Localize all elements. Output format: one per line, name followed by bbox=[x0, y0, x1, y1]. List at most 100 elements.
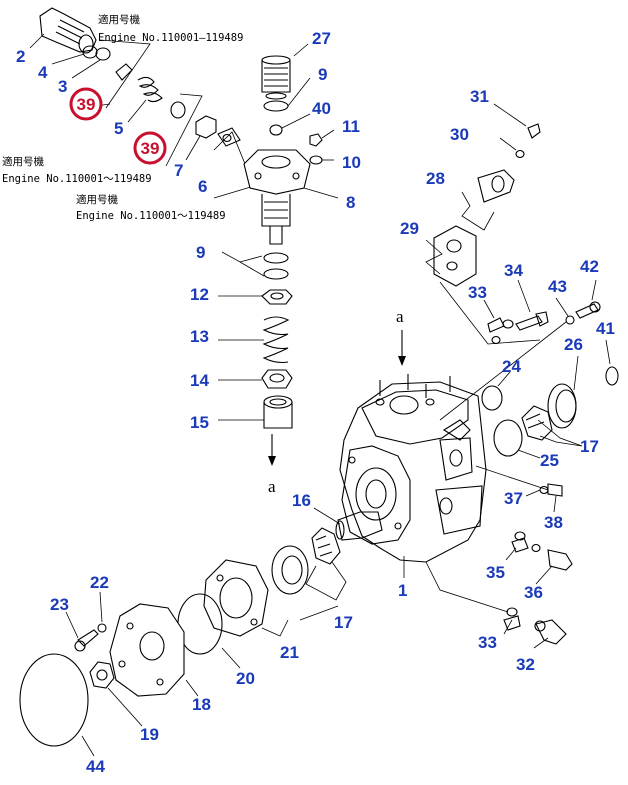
section-arrow-bottom bbox=[268, 434, 276, 466]
label-part-33-top: 33 bbox=[468, 283, 487, 302]
label-part-9-top: 9 bbox=[318, 65, 327, 84]
label-part-22: 22 bbox=[90, 573, 109, 592]
label-part-18: 18 bbox=[192, 695, 211, 714]
part-19-nut bbox=[89, 661, 143, 727]
part-6-washer bbox=[213, 127, 255, 199]
badge-39-middle[interactable]: 39 bbox=[133, 131, 167, 165]
part-22-washer bbox=[97, 591, 107, 633]
label-part-32: 32 bbox=[516, 655, 535, 674]
part-39-top bbox=[115, 63, 133, 81]
part-40-nut bbox=[269, 113, 311, 136]
part-3-ring bbox=[71, 47, 111, 79]
section-mark-bottom: a bbox=[268, 477, 276, 496]
part-38-bolt bbox=[547, 483, 563, 513]
label-part-9-lower: 9 bbox=[196, 243, 205, 262]
label-part-17-right: 17 bbox=[580, 437, 599, 456]
part-17-gear bbox=[305, 527, 347, 601]
note-1-line-2: Engine No.110001—119489 bbox=[98, 32, 243, 44]
label-part-28: 28 bbox=[426, 169, 445, 188]
badge-39-top-label: 39 bbox=[77, 95, 96, 114]
label-part-27: 27 bbox=[312, 29, 331, 48]
part-37-washer bbox=[525, 485, 549, 497]
part-43-washer bbox=[555, 297, 575, 325]
badge-39-top[interactable]: 39 bbox=[69, 87, 103, 121]
label-part-12: 12 bbox=[190, 285, 209, 304]
part-2-fitting bbox=[29, 7, 97, 54]
part-41-washer bbox=[605, 339, 619, 386]
label-part-7: 7 bbox=[174, 161, 183, 180]
label-part-38: 38 bbox=[544, 513, 563, 532]
part-10-washer bbox=[309, 155, 334, 165]
part-27-cap bbox=[261, 43, 309, 100]
label-part-8: 8 bbox=[346, 193, 355, 212]
label-part-37: 37 bbox=[504, 489, 523, 508]
part-34-bolt bbox=[515, 279, 549, 331]
part-26-bearing bbox=[547, 355, 579, 429]
note-3-line-2: Engine No.110001～119489 bbox=[76, 210, 226, 222]
label-part-6: 6 bbox=[198, 177, 207, 196]
part-33-washer-bottom bbox=[425, 561, 521, 635]
part-25-oring bbox=[493, 419, 541, 459]
label-part-16: 16 bbox=[292, 491, 311, 510]
label-part-10: 10 bbox=[342, 153, 361, 172]
label-part-26: 26 bbox=[564, 335, 583, 354]
label-part-41: 41 bbox=[596, 319, 615, 338]
section-mark-top: a bbox=[396, 307, 404, 326]
label-part-2: 2 bbox=[16, 47, 25, 66]
note-1-line-1: 適用号機 bbox=[98, 13, 140, 26]
label-part-36: 36 bbox=[524, 583, 543, 602]
label-part-42: 42 bbox=[580, 257, 599, 276]
part-24-oring bbox=[481, 371, 511, 411]
badge-39-middle-label: 39 bbox=[141, 139, 160, 158]
part-31-screw bbox=[493, 103, 541, 139]
part-23-bolt bbox=[65, 611, 99, 652]
label-part-23: 23 bbox=[50, 595, 69, 614]
part-18-flange bbox=[109, 603, 199, 697]
label-part-35: 35 bbox=[486, 563, 505, 582]
label-part-3: 3 bbox=[58, 77, 67, 96]
part-29-gasket bbox=[425, 225, 541, 345]
note-bracket-1 bbox=[95, 39, 151, 109]
label-part-30: 30 bbox=[450, 125, 469, 144]
label-part-5: 5 bbox=[114, 119, 123, 138]
part-20-oring bbox=[177, 593, 241, 669]
part-42-bolt bbox=[575, 279, 601, 319]
label-part-20: 20 bbox=[236, 669, 255, 688]
part-9-lower-orings bbox=[221, 251, 289, 280]
part-15-plunger bbox=[218, 395, 293, 429]
part-7 bbox=[185, 115, 217, 161]
label-part-24: 24 bbox=[502, 357, 521, 376]
note-bracket-2 bbox=[165, 93, 203, 167]
part-13-spring bbox=[218, 316, 290, 364]
part-21-gasket bbox=[203, 559, 289, 637]
label-part-43: 43 bbox=[548, 277, 567, 296]
part-12-seat bbox=[218, 289, 293, 305]
label-part-21: 21 bbox=[280, 643, 299, 662]
part-35-washer bbox=[505, 531, 541, 561]
label-part-15: 15 bbox=[190, 413, 209, 432]
label-part-29: 29 bbox=[400, 219, 419, 238]
note-3-line-1: 適用号機 bbox=[76, 193, 118, 206]
label-part-19: 19 bbox=[140, 725, 159, 744]
part-14-retainer bbox=[218, 369, 293, 389]
label-part-44: 44 bbox=[86, 757, 105, 776]
note-2-line-1: 適用号機 bbox=[2, 155, 44, 168]
part-36-bolt bbox=[535, 549, 573, 585]
label-part-25: 25 bbox=[540, 451, 559, 470]
label-part-33-bottom: 33 bbox=[478, 633, 497, 652]
part-33-washer-top bbox=[483, 299, 514, 345]
part-17-gear-right bbox=[521, 405, 583, 447]
note-2-line-2: Engine No.110001～119489 bbox=[2, 173, 152, 185]
part-5-spring bbox=[127, 76, 163, 123]
lower-leader-lines bbox=[299, 605, 339, 621]
part-9-top-oring bbox=[263, 77, 311, 112]
section-arrow-top bbox=[398, 330, 406, 366]
part-44-cover-gasket bbox=[19, 653, 95, 757]
part-1-pump-housing bbox=[339, 374, 487, 578]
part-17-seal bbox=[271, 545, 309, 595]
label-part-4: 4 bbox=[38, 63, 48, 82]
part-4-ring bbox=[51, 45, 98, 65]
label-part-14: 14 bbox=[190, 371, 209, 390]
label-part-11: 11 bbox=[342, 117, 360, 136]
